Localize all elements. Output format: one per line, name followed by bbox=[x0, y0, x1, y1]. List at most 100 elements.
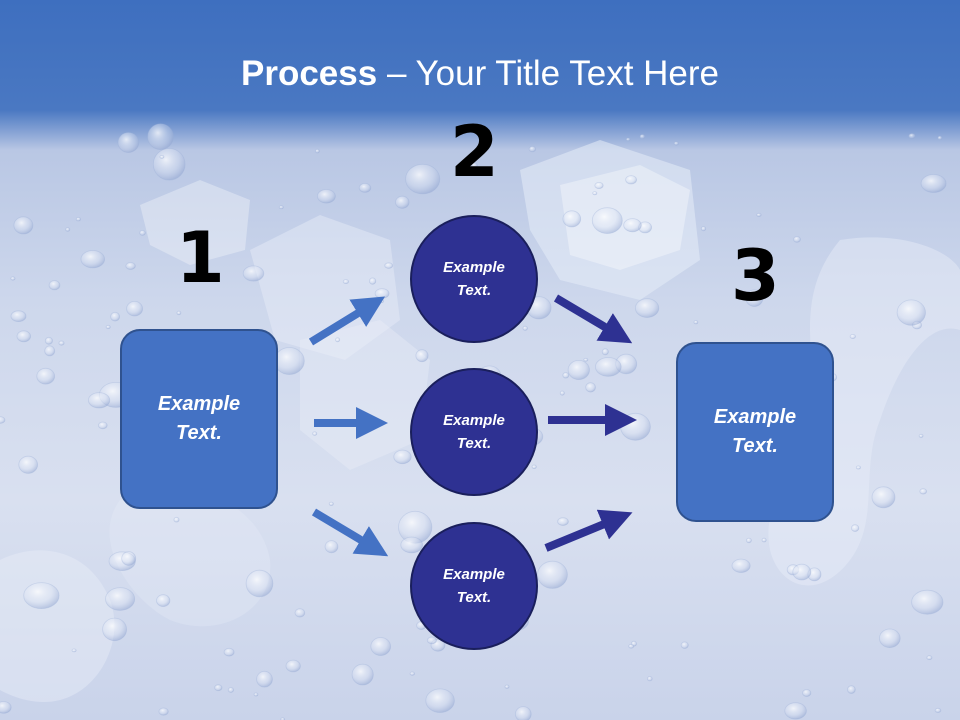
water-drop bbox=[110, 311, 120, 322]
water-drop bbox=[117, 132, 140, 153]
title-rest: – Your Title Text Here bbox=[377, 54, 719, 93]
water-drop bbox=[531, 464, 537, 469]
water-drop bbox=[878, 628, 901, 649]
water-drop bbox=[562, 210, 582, 228]
water-drop bbox=[342, 279, 349, 285]
water-drop bbox=[139, 229, 146, 236]
circle-top: Example Text. bbox=[410, 215, 538, 343]
water-drop bbox=[368, 277, 377, 285]
water-drop bbox=[384, 262, 394, 269]
water-drop bbox=[351, 663, 374, 686]
water-drop bbox=[934, 707, 942, 713]
water-drop bbox=[10, 310, 27, 323]
water-drop bbox=[628, 643, 635, 649]
water-drop bbox=[400, 536, 424, 554]
water-drop bbox=[537, 560, 568, 589]
water-drop bbox=[784, 702, 807, 720]
water-drop bbox=[393, 449, 412, 465]
water-drop bbox=[159, 154, 165, 159]
water-drop bbox=[415, 349, 429, 363]
water-drop bbox=[849, 333, 856, 339]
water-drop bbox=[280, 717, 286, 720]
step-1-box: Example Text. bbox=[120, 329, 278, 509]
water-drop bbox=[214, 684, 223, 692]
water-drop bbox=[591, 207, 623, 234]
water-drop bbox=[58, 340, 65, 346]
water-drop bbox=[176, 310, 182, 316]
water-drop bbox=[592, 191, 598, 196]
circle-top-text: Example Text. bbox=[443, 259, 505, 299]
step-number-2: 2 bbox=[450, 111, 499, 193]
water-drop bbox=[75, 216, 82, 222]
water-drop bbox=[324, 540, 339, 554]
water-drop bbox=[918, 433, 924, 438]
water-drop bbox=[528, 146, 537, 153]
water-drop bbox=[10, 276, 16, 281]
water-drop bbox=[937, 135, 943, 141]
water-drop bbox=[746, 537, 752, 544]
arrow-top-to-3 bbox=[553, 294, 633, 344]
water-drop bbox=[850, 524, 860, 532]
step-number-3: 3 bbox=[731, 235, 780, 317]
water-drop bbox=[802, 689, 812, 697]
water-drop bbox=[88, 392, 111, 409]
water-drop bbox=[316, 189, 336, 204]
water-drop bbox=[855, 465, 861, 470]
water-drop bbox=[646, 676, 653, 682]
arrow-1-to-bottom bbox=[311, 508, 389, 557]
slide-title: Process – Your Title Text Here bbox=[0, 52, 960, 96]
water-drop bbox=[594, 181, 604, 189]
water-drop bbox=[731, 558, 751, 573]
water-drop bbox=[522, 325, 528, 331]
step-1-box-text: Example Text. bbox=[157, 393, 241, 444]
water-drop bbox=[23, 582, 60, 609]
water-drop bbox=[557, 517, 569, 526]
water-drop bbox=[256, 670, 273, 688]
arrow-bottom-to-3 bbox=[544, 509, 633, 552]
water-drop bbox=[634, 298, 660, 318]
water-drop bbox=[48, 280, 61, 291]
water-drop bbox=[567, 359, 590, 380]
water-drop bbox=[625, 137, 631, 142]
water-drop bbox=[409, 671, 415, 676]
water-drop bbox=[680, 641, 689, 649]
water-drop bbox=[294, 608, 306, 618]
water-drop bbox=[871, 486, 896, 509]
water-drop bbox=[65, 227, 71, 232]
water-drop bbox=[896, 299, 926, 326]
water-drop bbox=[223, 647, 235, 657]
water-drop bbox=[278, 205, 284, 210]
water-drop bbox=[147, 123, 174, 150]
water-drop bbox=[926, 655, 933, 661]
water-drop bbox=[594, 357, 622, 377]
water-drop bbox=[0, 416, 6, 424]
water-drop bbox=[312, 431, 318, 436]
water-drop bbox=[847, 685, 856, 694]
circle-bottom-text: Example Text. bbox=[443, 566, 505, 606]
water-drop bbox=[425, 688, 455, 713]
water-drop bbox=[470, 162, 478, 169]
water-drop bbox=[504, 684, 510, 689]
water-drop bbox=[908, 133, 916, 140]
water-drop bbox=[105, 324, 111, 330]
water-drop bbox=[601, 348, 609, 356]
water-drop bbox=[125, 262, 136, 270]
water-drop bbox=[253, 692, 259, 697]
title-bold: Process bbox=[241, 54, 378, 93]
water-drop bbox=[700, 226, 707, 232]
water-drop bbox=[370, 637, 392, 656]
water-drop bbox=[583, 357, 589, 362]
water-drop bbox=[173, 516, 180, 523]
water-drop bbox=[13, 216, 34, 235]
water-drop bbox=[395, 195, 410, 209]
water-drop bbox=[36, 367, 56, 385]
water-drop bbox=[585, 382, 596, 393]
water-drop bbox=[158, 707, 169, 716]
water-drop bbox=[71, 648, 77, 653]
water-drop bbox=[792, 563, 812, 581]
water-drop bbox=[673, 141, 679, 146]
ice-cube-shapes bbox=[140, 140, 700, 470]
step-3-box-text: Example Text. bbox=[713, 406, 797, 457]
